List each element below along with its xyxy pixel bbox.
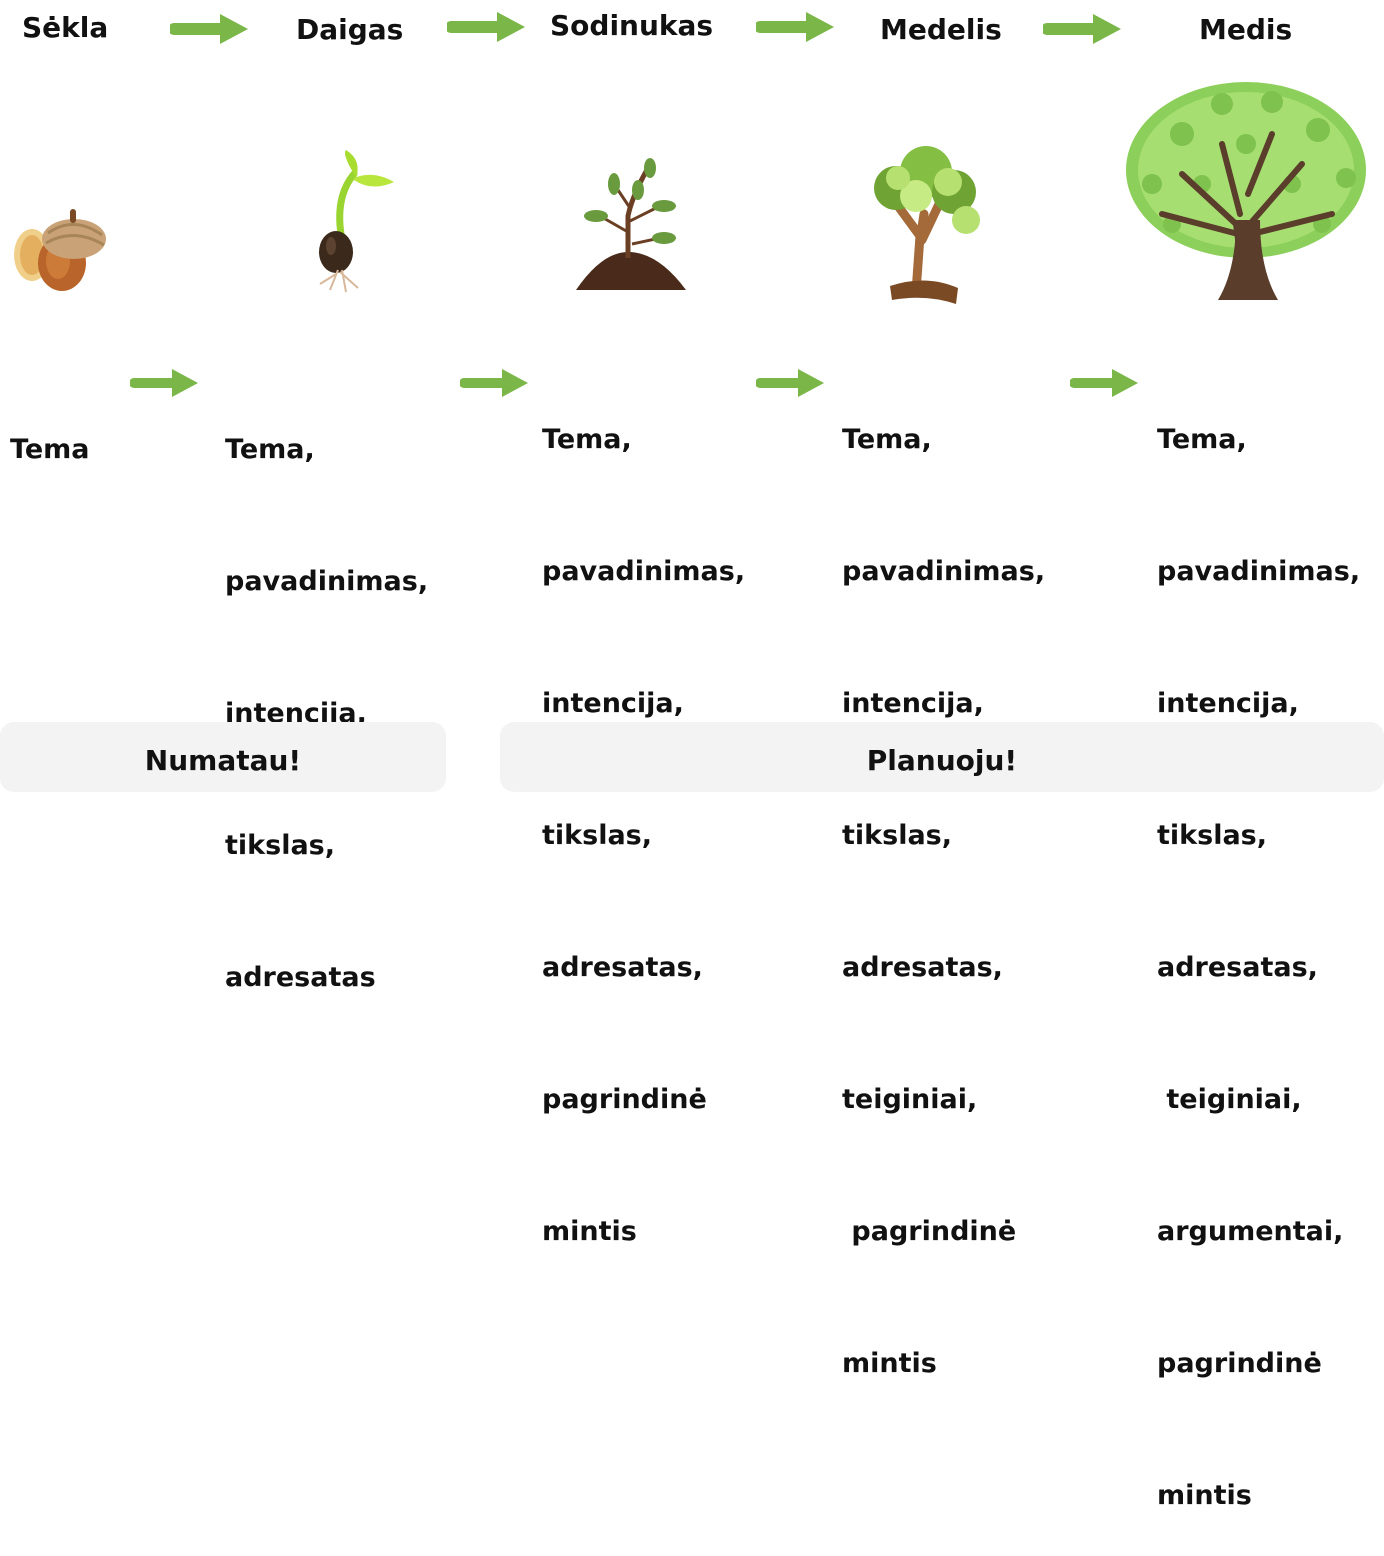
list-item: mintis (842, 1348, 937, 1379)
panel-label: Numatau! (144, 744, 302, 777)
list-item: pagrindinė (842, 1216, 1017, 1247)
list-item: Tema, (842, 424, 932, 455)
list-item: teiginiai, (1157, 1084, 1302, 1115)
list-item: pagrindinė (1157, 1348, 1322, 1379)
panel-label: Planuoju! (866, 744, 1018, 777)
list-item: Tema, (225, 434, 315, 465)
list-item: adresatas (225, 962, 376, 993)
tree-icon (1126, 82, 1366, 300)
list-item: adresatas, (842, 952, 1003, 983)
list-item: adresatas, (542, 952, 703, 983)
list-item: teiginiai, (842, 1084, 978, 1115)
stage-title-medis: Medis (1199, 13, 1293, 46)
list-item: pavadinimas, (842, 556, 1046, 587)
list-item: pavadinimas, (225, 566, 429, 597)
list-item: mintis (1157, 1480, 1252, 1511)
list-item: tikslas, (225, 830, 335, 861)
arrow-icon (756, 12, 834, 42)
arrow-icon (756, 369, 824, 397)
arrow-icon (460, 369, 528, 397)
list-item: Tema, (542, 424, 632, 455)
sapling-icon (576, 158, 686, 290)
stage-title-medelis: Medelis (880, 13, 1002, 46)
list-item: intencija, (842, 688, 984, 719)
stage-contents-medis: Tema, pavadinimas, intencija, tikslas, a… (1157, 330, 1360, 1556)
arrow-icon (1043, 14, 1121, 44)
arrow-icon (170, 14, 248, 44)
list-item: argumentai, (1157, 1216, 1344, 1247)
list-item: pagrindinė (542, 1084, 707, 1115)
young-tree-icon (874, 146, 980, 304)
stage-contents-daigas: Tema, pavadinimas, intencija, tikslas, a… (225, 340, 428, 1044)
list-item: pavadinimas, (542, 556, 746, 587)
list-item: tikslas, (842, 820, 952, 851)
acorn-icon (14, 209, 106, 291)
list-item: adresatas, (1157, 952, 1318, 983)
arrow-icon (1070, 369, 1138, 397)
sprout-icon (319, 150, 394, 293)
list-item: mintis (542, 1216, 637, 1247)
list-item: intencija, (542, 688, 684, 719)
list-item: tikslas, (1157, 820, 1267, 851)
list-item: pavadinimas, (1157, 556, 1361, 587)
list-item: tikslas, (542, 820, 652, 851)
numatau-panel: Numatau! (0, 722, 446, 792)
stage-title-sekla: Sėkla (22, 11, 109, 44)
stage-contents-sodinukas: Tema, pavadinimas, intencija, tikslas, a… (542, 330, 745, 1298)
arrow-icon (447, 12, 525, 42)
planuoju-panel: Planuoju! (500, 722, 1384, 792)
list-item: Tema (10, 434, 90, 465)
stage-title-daigas: Daigas (296, 13, 404, 46)
arrow-icon (130, 369, 198, 397)
list-item: intencija, (1157, 688, 1299, 719)
stage-contents-sekla: Tema (10, 340, 90, 516)
list-item: Tema, (1157, 424, 1247, 455)
stage-contents-medelis: Tema, pavadinimas, intencija, tikslas, a… (842, 330, 1045, 1430)
stage-title-sodinukas: Sodinukas (550, 9, 714, 42)
